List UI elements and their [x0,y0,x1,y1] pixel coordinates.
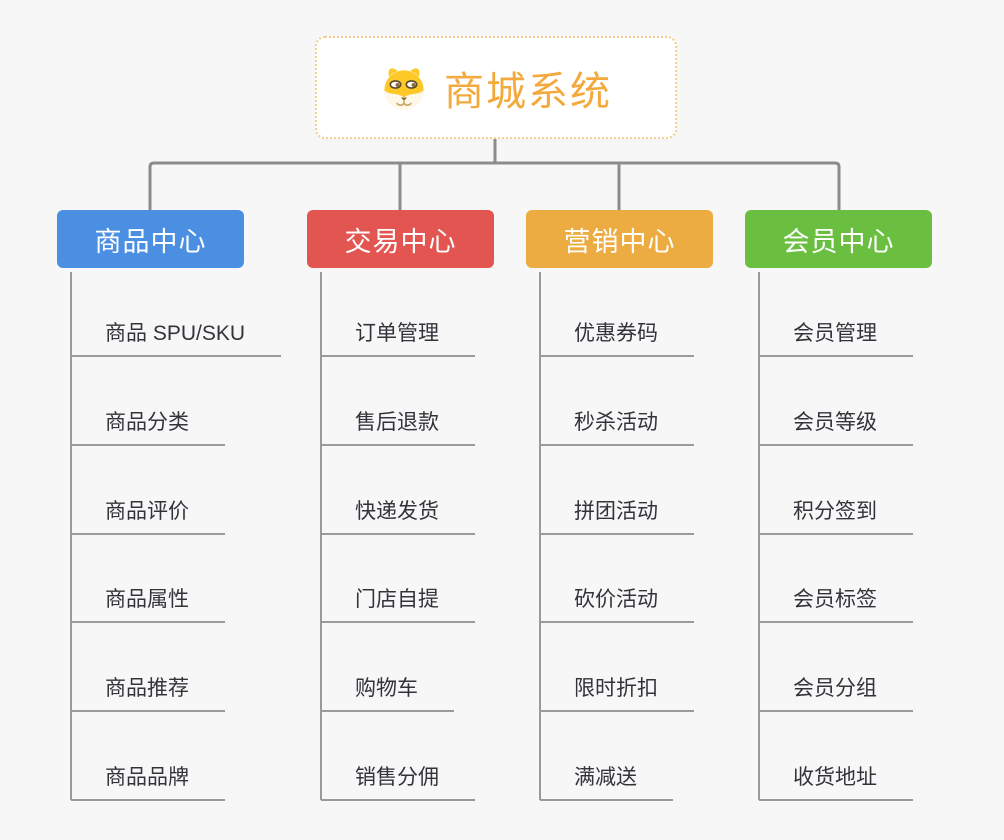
branch-spine [320,272,322,800]
leaf-node[interactable]: 会员等级 [759,410,913,446]
leaf-node[interactable]: 门店自提 [321,587,475,623]
branch-header-marketing-center[interactable]: 营销中心 [526,210,713,268]
leaf-node[interactable]: 会员标签 [759,587,913,623]
leaf-node[interactable]: 会员管理 [759,321,913,357]
leaf-node[interactable]: 订单管理 [321,321,475,357]
leaf-node[interactable]: 拼团活动 [540,499,694,535]
leaf-node[interactable]: 购物车 [321,676,454,712]
leaf-node[interactable]: 商品品牌 [71,765,225,801]
branch-spine [70,272,72,800]
branch-spine [758,272,760,800]
leaf-node[interactable]: 商品分类 [71,410,225,446]
leaf-node[interactable]: 优惠券码 [540,321,694,357]
leaf-node[interactable]: 会员分组 [759,676,913,712]
branch-header-member-center[interactable]: 会员中心 [745,210,932,268]
branch-header-product-center[interactable]: 商品中心 [57,210,244,268]
leaf-node[interactable]: 商品 SPU/SKU [71,321,282,357]
leaf-node[interactable]: 商品评价 [71,499,225,535]
leaf-node[interactable]: 秒杀活动 [540,410,694,446]
leaf-node[interactable]: 收货地址 [759,765,913,801]
dog-face-icon [384,67,424,110]
branch-trade-center: 交易中心 订单管理 售后退款 快递发货 门店自提 购物车 销售分佣 [307,210,494,801]
leaf-node[interactable]: 售后退款 [321,410,475,446]
branch-product-center: 商品中心 商品 SPU/SKU 商品分类 商品评价 商品属性 商品推荐 商品品牌 [57,210,282,801]
leaf-node[interactable]: 快递发货 [321,499,475,535]
branch-header-trade-center[interactable]: 交易中心 [307,210,494,268]
leaf-node[interactable]: 限时折扣 [540,676,694,712]
leaf-node[interactable]: 商品属性 [71,587,225,623]
leaf-node[interactable]: 销售分佣 [321,765,475,801]
root-node-title: 商城系统 [444,69,612,114]
leaf-node[interactable]: 满减送 [540,765,673,801]
branch-marketing-center: 营销中心 优惠券码 秒杀活动 拼团活动 砍价活动 限时折扣 满减送 [526,210,713,801]
root-node[interactable]: 商城系统 [315,36,677,139]
branch-member-center: 会员中心 会员管理 会员等级 积分签到 会员标签 会员分组 收货地址 [745,210,932,801]
leaf-node[interactable]: 商品推荐 [71,676,225,712]
leaf-node[interactable]: 积分签到 [759,499,913,535]
leaf-node[interactable]: 砍价活动 [540,587,694,623]
branch-spine [539,272,541,800]
